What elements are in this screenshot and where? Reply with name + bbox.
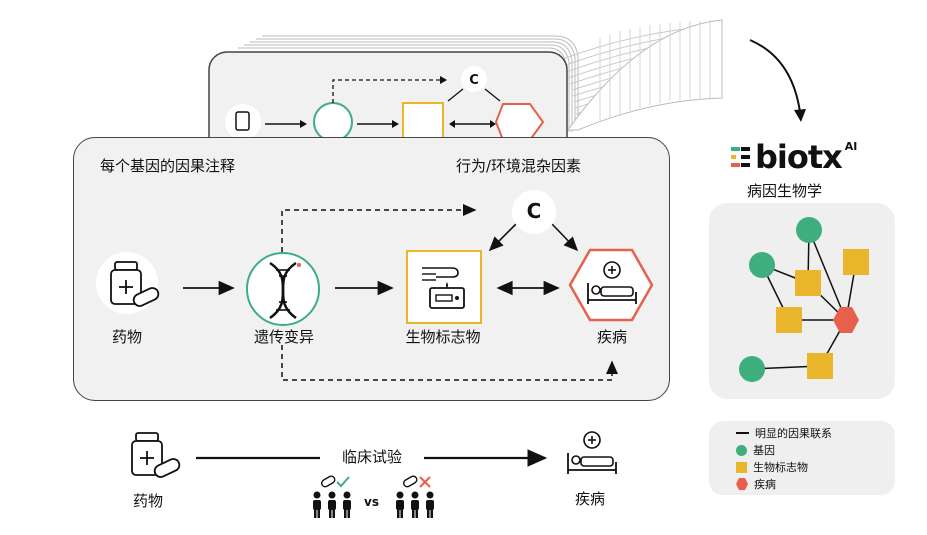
biomarker-node [807, 353, 833, 379]
confounder-symbol: C [526, 199, 542, 223]
logo-mark-icon [731, 147, 750, 167]
trial-center-label-bg [320, 445, 424, 469]
legend-item-biomarker: 生物标志物 [736, 459, 808, 475]
disease-label: 疾病 [596, 328, 628, 346]
trial-drug-label: 药物 [132, 492, 164, 510]
legend-label: 疾病 [754, 478, 776, 491]
brand-name: biotx [755, 138, 843, 176]
legend-label: 基因 [753, 444, 775, 457]
confounder-title: 行为/环境混杂因素 [456, 157, 582, 175]
gene-node [739, 356, 765, 382]
card-title: 每个基因的因果注释 [100, 157, 236, 175]
brand-subtitle: 病因生物学 [747, 182, 823, 200]
variant-label: 遗传变异 [253, 328, 315, 346]
confounder-node [512, 190, 556, 234]
biomarker-label: 生物标志物 [405, 328, 481, 346]
legend-item-disease: 疾病 [736, 476, 776, 492]
brand-logo: biotx AI [731, 138, 857, 176]
biomarker-node [795, 270, 821, 296]
gene-node [749, 252, 775, 278]
legend-item-gene: 基因 [736, 442, 775, 458]
trial-center-label: 临床试验 [341, 448, 403, 466]
biomarker-node [406, 250, 482, 324]
legend-label: 生物标志物 [753, 461, 808, 474]
causal-annotation-card [73, 137, 670, 401]
disease-node [833, 307, 859, 333]
gene-node [796, 217, 822, 243]
trial-disease-label: 疾病 [574, 490, 606, 508]
biomarker-node [776, 307, 802, 333]
brand-suffix: AI [844, 140, 858, 153]
drug-label: 药物 [111, 328, 143, 346]
legend-item-causal-link: 明显的因果联系 [736, 425, 832, 441]
biomarker-node [843, 249, 869, 275]
pill-icon [321, 475, 336, 488]
svg-text:C: C [469, 73, 479, 88]
vs-label: vs [364, 495, 379, 509]
legend-label: 明显的因果联系 [755, 427, 832, 440]
